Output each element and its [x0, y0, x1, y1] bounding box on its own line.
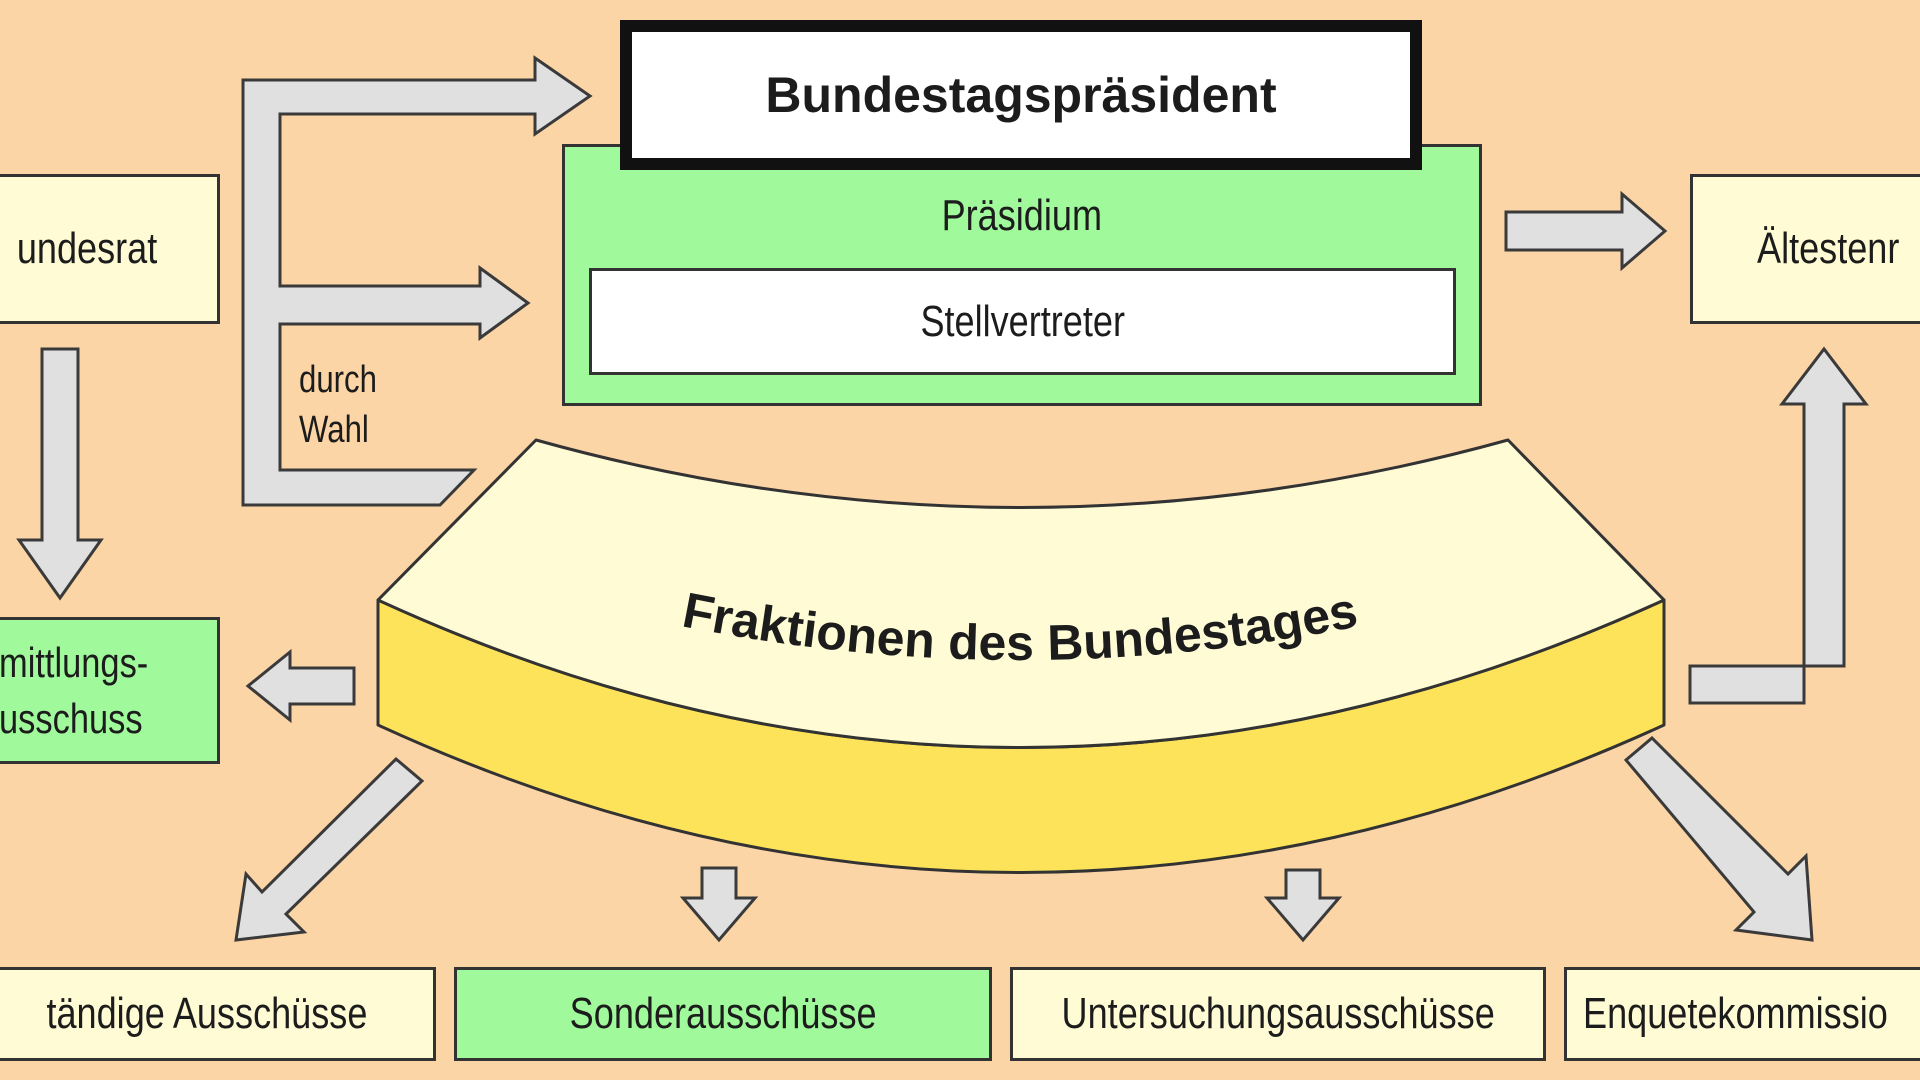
diagonal-down-right-arrow-icon: [1623, 735, 1814, 942]
committee-sonder-box: Sonderausschüsse: [454, 967, 992, 1061]
to-vermittlungsausschuss-arrow-icon: [245, 648, 356, 724]
bundesrat-label: undesrat: [16, 224, 157, 273]
committee-staendige-label: tändige Ausschüsse: [46, 989, 367, 1038]
committee-sonder-label: Sonderausschüsse: [569, 989, 877, 1038]
fraktionen-to-aeltestenrat-arrow-icon: [1688, 346, 1870, 705]
committee-untersuchung-box: Untersuchungsausschüsse: [1010, 967, 1546, 1061]
aeltestenrat-label: Ältestenr: [1757, 224, 1900, 273]
fraktionen-disk-top: [376, 438, 1666, 749]
vermittlung-label-line2: usschuss: [0, 694, 143, 742]
committee-staendige-box: tändige Ausschüsse: [0, 967, 436, 1061]
to-aeltestenrat-arrow-icon: [1504, 190, 1668, 272]
committee-enquete-box: Enquetekommissio: [1564, 967, 1920, 1061]
vermittlung-label-line1: mittlungs-: [0, 638, 149, 686]
bundestagspraesident-box: Bundestagspräsident: [620, 20, 1422, 170]
aeltestenrat-box: Ältestenr: [1690, 174, 1920, 324]
down-arrow-untersuchung-icon: [1263, 868, 1343, 943]
down-arrow-sonder-icon: [679, 866, 759, 943]
election-arrow-icon: [241, 55, 593, 507]
diagonal-down-left-arrow-icon: [234, 756, 425, 942]
bundesrat-down-arrow-icon: [16, 347, 104, 601]
vermittlungsausschuss-box: mittlungs- usschuss: [0, 617, 220, 764]
wahl-label: durch Wahl: [299, 359, 377, 451]
stellvertreter-box: Stellvertreter: [589, 268, 1456, 375]
stellvertreter-label: Stellvertreter: [920, 296, 1125, 346]
bundestagspraesident-label: Bundestagspräsident: [765, 67, 1277, 123]
committee-untersuchung-label: Untersuchungsausschüsse: [1061, 989, 1495, 1038]
bundesrat-box: undesrat: [0, 174, 220, 324]
praesidium-label: Präsidium: [941, 191, 1103, 240]
committee-enquete-label: Enquetekommissio: [1583, 989, 1888, 1038]
